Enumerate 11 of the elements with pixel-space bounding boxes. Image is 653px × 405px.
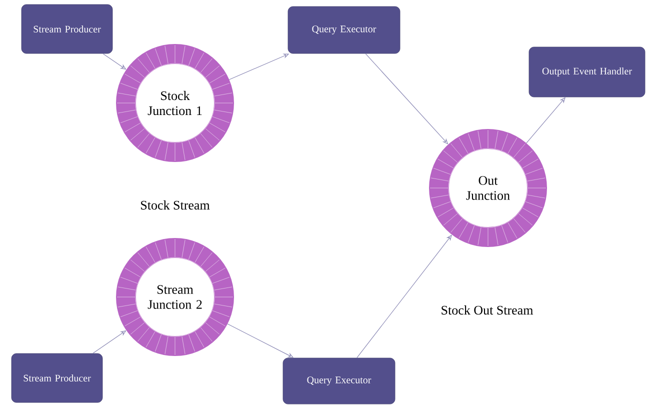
junction-ring: Out Junction [429, 129, 547, 247]
stream-label: Stock Out Stream [442, 305, 534, 315]
arrow [365, 53, 448, 144]
process-box: Query Executor [282, 358, 396, 404]
junction-ring: Stock Junction 1 [116, 44, 234, 162]
process-box: Output Event Handler [528, 46, 646, 98]
process-box: Stream Producer [11, 353, 103, 403]
process-box: Query Executor [288, 6, 400, 54]
junction-ring: Stream Junction 2 [116, 238, 234, 356]
stream-label: Stock Stream [141, 200, 210, 210]
process-box: Stream Producer [21, 4, 113, 54]
